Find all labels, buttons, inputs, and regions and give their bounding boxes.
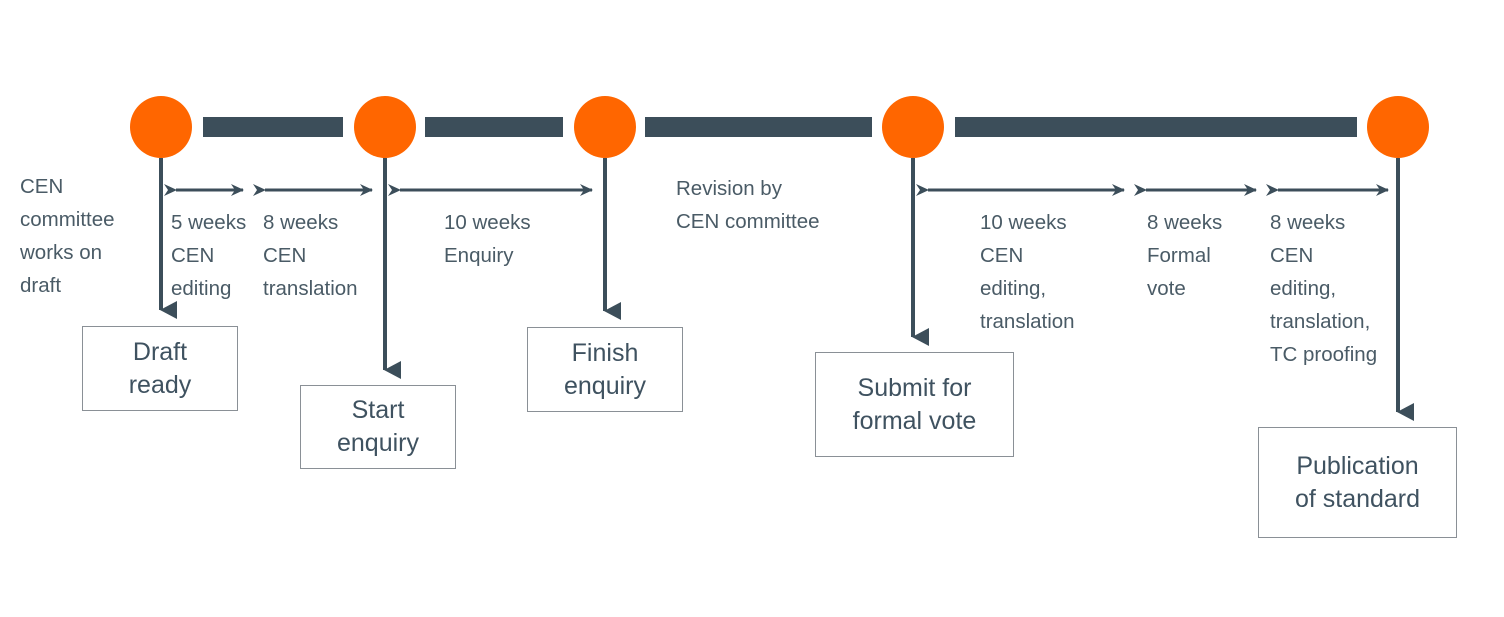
track-bar-2 <box>425 117 563 137</box>
segment-label-cen-translation: 8 weeks CEN translation <box>263 211 358 300</box>
milestone-circle-5[interactable] <box>1367 96 1429 158</box>
segment-label-formal-vote: 8 weeks Formal vote <box>1147 211 1223 300</box>
track-bar-1 <box>203 117 343 137</box>
track-bar-3 <box>645 117 872 137</box>
event-box-draft-ready[interactable]: Draft ready <box>82 326 238 411</box>
pre-phase-note: CEN committee works on draft <box>20 175 115 297</box>
milestone-circles <box>130 96 1429 158</box>
segment-label-enquiry: 10 weeks Enquiry <box>444 211 531 267</box>
segment-label-cen-editing-translation-tc: 8 weeks CEN editing, translation, TC pro… <box>1270 211 1378 366</box>
segment-label-cen-editing-translation: 10 weeks CEN editing, translation <box>980 211 1075 333</box>
segment-label-cen-editing: 5 weeks CEN editing <box>171 211 247 300</box>
track-bars <box>203 117 1357 137</box>
milestone-circle-2[interactable] <box>354 96 416 158</box>
event-box-submit-formal-vote[interactable]: Submit for formal vote <box>815 352 1014 457</box>
drop-lines <box>159 158 1414 421</box>
event-box-start-enquiry[interactable]: Start enquiry <box>300 385 456 469</box>
revision-note: Revision by CEN committee <box>676 177 820 233</box>
event-box-finish-enquiry[interactable]: Finish enquiry <box>527 327 683 412</box>
milestone-circle-3[interactable] <box>574 96 636 158</box>
track-bar-4 <box>955 117 1357 137</box>
milestone-circle-1[interactable] <box>130 96 192 158</box>
milestone-circle-4[interactable] <box>882 96 944 158</box>
event-box-publication[interactable]: Publication of standard <box>1258 427 1457 538</box>
